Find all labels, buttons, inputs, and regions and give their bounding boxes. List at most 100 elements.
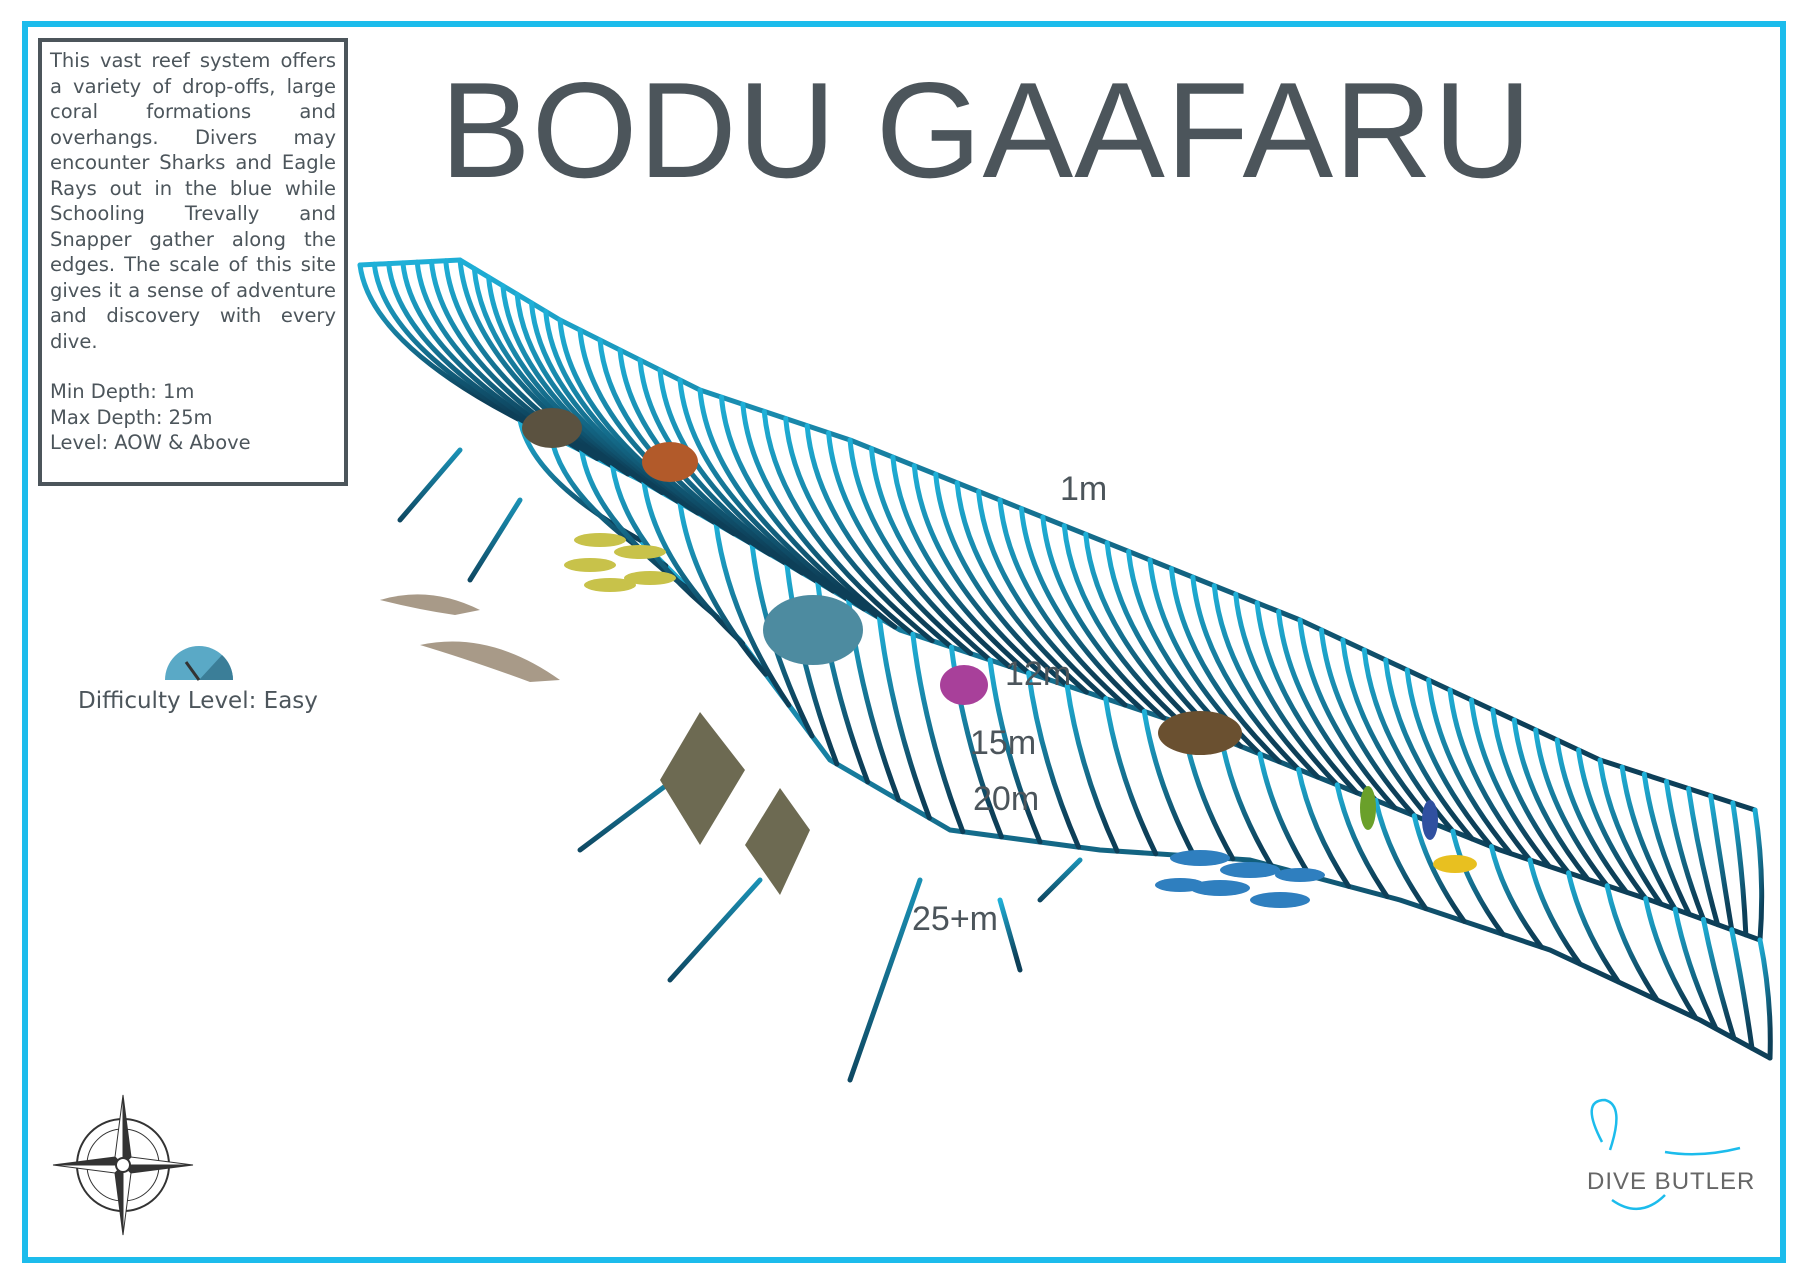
reef-contour — [1334, 782, 1390, 900]
reef-contour — [641, 479, 746, 646]
reef-contour — [1190, 574, 1302, 772]
marine-life — [380, 408, 1477, 908]
dive-butler-logo — [1590, 1098, 1741, 1211]
nudibranch-icon — [1422, 800, 1438, 840]
reef-contour — [1340, 637, 1437, 826]
reef-contour — [657, 367, 836, 594]
reef-contour — [1318, 627, 1417, 819]
difficulty-gauge — [165, 646, 233, 681]
reef-contour — [987, 657, 1043, 845]
reef-contour — [1083, 531, 1205, 734]
difficulty-label: Difficulty Level: Easy — [78, 688, 318, 714]
reef-contour — [911, 463, 1051, 682]
reef-contour — [1040, 514, 1167, 721]
dive-level: Level: AOW & Above — [50, 431, 251, 454]
logo-text: DIVE BUTLER — [1587, 1168, 1756, 1195]
reef-contour — [933, 471, 1070, 689]
reef-contour — [1018, 506, 1147, 714]
reef-contour — [1663, 778, 1706, 922]
reef-contour — [1604, 883, 1660, 1003]
reef-contour — [1511, 717, 1591, 882]
trevally-school-icon — [1155, 850, 1325, 908]
reef-contour — [976, 488, 1109, 702]
reef-contour — [467, 497, 523, 583]
reef-contour — [697, 387, 867, 612]
reef-contour — [667, 877, 763, 983]
reef-contour — [1061, 523, 1186, 727]
reef-contour — [826, 430, 974, 657]
reef-contour — [1686, 786, 1721, 928]
reef-contour — [1404, 667, 1494, 850]
reef-contour — [1597, 757, 1664, 907]
reef-contour — [1641, 771, 1692, 917]
reef-contour — [557, 317, 755, 547]
reef-contour — [713, 520, 792, 708]
reef-contour — [1447, 687, 1533, 863]
site-title: BODU GAAFARU — [440, 54, 1533, 206]
reef-contour — [1729, 927, 1755, 1051]
turtle-icon — [1158, 711, 1242, 755]
depth-label-15m: 15m — [970, 724, 1037, 762]
reef-contour — [1450, 828, 1506, 937]
reef-contour — [1257, 751, 1313, 879]
reef-contour — [1233, 591, 1340, 788]
flatworm-icon — [1433, 855, 1477, 873]
reef-contour — [1103, 696, 1159, 857]
reef-contour — [1276, 608, 1379, 803]
depth-label-20m: 20m — [973, 780, 1040, 818]
reef-contour — [357, 257, 1758, 813]
reef-contour — [1373, 797, 1429, 912]
reef-contour — [718, 394, 882, 621]
reef-contour — [997, 897, 1023, 973]
reef-contour — [868, 446, 1012, 669]
reef-contour — [1730, 800, 1749, 938]
reef-contour — [1468, 697, 1552, 869]
reef-contour — [1554, 737, 1629, 895]
reef-contour — [1566, 870, 1622, 985]
shark-icon — [380, 594, 560, 682]
brain-coral-icon — [763, 595, 863, 665]
depth-label-1m: 1m — [1060, 470, 1108, 508]
reef-contour — [1026, 670, 1082, 850]
reef-contour — [1218, 736, 1274, 869]
reef-contour — [1211, 583, 1321, 780]
reef-contour — [610, 463, 720, 620]
reef-contour — [1037, 857, 1083, 903]
reef-contour — [1168, 566, 1282, 765]
reef-contour — [1488, 844, 1544, 950]
reef-contour — [1757, 937, 1773, 1061]
reef-contour — [1576, 747, 1649, 902]
reef-contour — [1527, 857, 1583, 967]
reef-contour — [371, 261, 538, 431]
reef-contour — [804, 423, 954, 650]
coral-icon — [642, 442, 698, 482]
reef-contour — [1426, 677, 1514, 857]
reef-contour — [1296, 766, 1352, 889]
reef-contour — [1490, 707, 1572, 876]
compass-rose-icon — [52, 1094, 194, 1236]
reef-contour — [910, 631, 966, 835]
reef-contour — [677, 500, 769, 677]
reef-contour — [1708, 793, 1735, 933]
reef-contour — [1141, 708, 1197, 859]
reef-contour — [890, 454, 1032, 676]
reef-contour — [677, 377, 852, 603]
reef-contour — [847, 877, 923, 1083]
reef-contour — [577, 327, 773, 557]
reef-contour — [397, 447, 463, 523]
reef-contour — [1643, 896, 1699, 1021]
reef-contour — [1297, 617, 1398, 811]
reef-contour — [761, 408, 916, 637]
turtle-icon — [522, 408, 582, 448]
reef-contour — [954, 480, 1089, 695]
reef-contour — [1254, 600, 1359, 796]
max-depth: Max Depth: 25m — [50, 405, 213, 429]
reef-contour — [1411, 813, 1467, 924]
reef-contour — [1383, 657, 1475, 842]
reef-contour — [1752, 807, 1765, 943]
reef-contour — [783, 416, 935, 644]
depth-label-25m: 25+m — [912, 900, 998, 938]
reef-contour — [457, 257, 631, 477]
site-info-box: This vast reef system offers a variety o… — [38, 38, 348, 486]
